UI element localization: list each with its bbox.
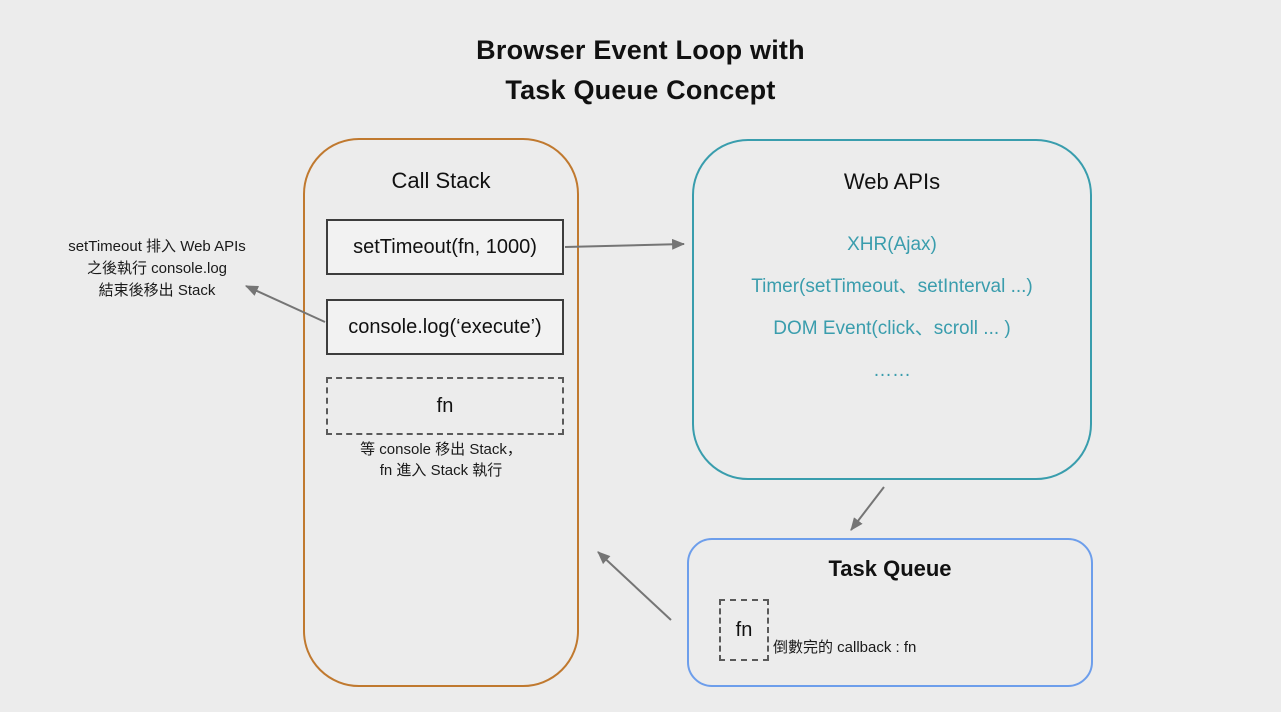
page-title-line2: Task Queue Concept bbox=[505, 75, 776, 105]
page-title: Browser Event Loop with Task Queue Conce… bbox=[0, 30, 1281, 110]
call-stack-note: 等 console 移出 Stack， fn 進入 Stack 執行 bbox=[305, 439, 577, 481]
web-api-item-ellipsis: …… bbox=[873, 360, 911, 381]
web-api-item-dom-event: DOM Event(click、scroll ... ) bbox=[773, 318, 1011, 339]
stack-frame-settimeout: setTimeout(fn, 1000) bbox=[326, 219, 564, 275]
task-queue-title: Task Queue bbox=[828, 556, 952, 581]
task-queue-container: Task Queue fn 倒數完的 callback : fn bbox=[687, 538, 1093, 687]
call-stack-note-line1: 等 console 移出 Stack， bbox=[360, 441, 522, 458]
call-stack-note-line2: fn 進入 Stack 執行 bbox=[379, 462, 503, 479]
call-stack-title: Call Stack bbox=[391, 168, 491, 193]
task-queue-note: 倒數完的 callback : fn bbox=[773, 639, 917, 656]
arrow-taskqueue-to-callstack bbox=[597, 551, 672, 621]
arrow-webapis-to-taskqueue bbox=[850, 486, 885, 531]
task-queue-fn-box: fn bbox=[719, 599, 769, 661]
page-title-line1: Browser Event Loop with bbox=[476, 35, 805, 65]
web-apis-title: Web APIs bbox=[843, 169, 941, 194]
annotation-line2: 之後執行 console.log bbox=[86, 260, 228, 277]
call-stack-container: Call Stack setTimeout(fn, 1000) console.… bbox=[303, 138, 579, 687]
annotation-line3: 結束後移出 Stack bbox=[98, 282, 216, 299]
web-api-item-timer: Timer(setTimeout、setInterval ...) bbox=[751, 276, 1033, 297]
web-api-item-xhr: XHR(Ajax) bbox=[847, 234, 937, 255]
stack-frame-fn: fn bbox=[326, 377, 564, 435]
settimeout-annotation: setTimeout 排入 Web APIs 之後執行 console.log … bbox=[18, 236, 296, 302]
annotation-line1: setTimeout 排入 Web APIs bbox=[68, 238, 246, 255]
web-apis-container: Web APIs XHR(Ajax) Timer(setTimeout、setI… bbox=[692, 139, 1092, 480]
stack-frame-consolelog: console.log(‘execute’) bbox=[326, 299, 564, 355]
arrow-callstack-to-webapis bbox=[564, 238, 686, 250]
web-apis-list: XHR(Ajax) Timer(setTimeout、setInterval .… bbox=[694, 224, 1090, 392]
